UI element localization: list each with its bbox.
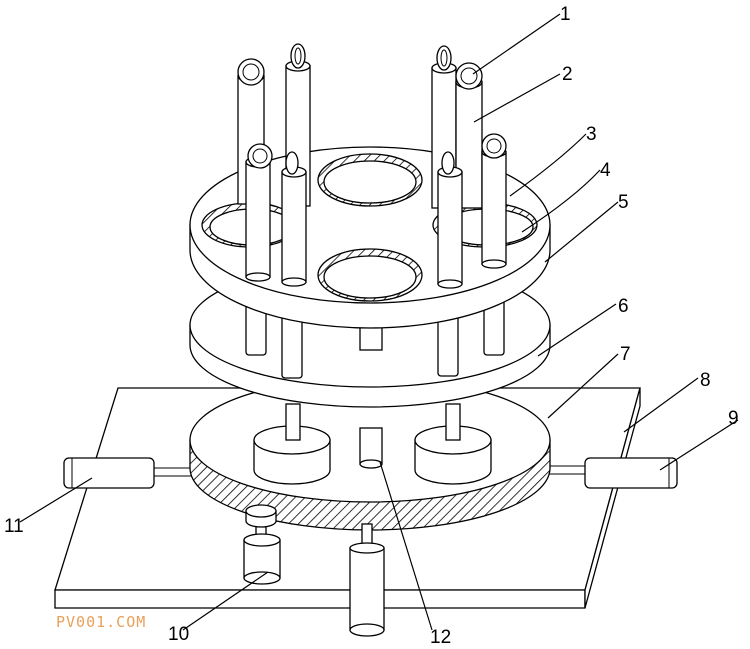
- part-label: 9: [728, 408, 739, 429]
- part-label: 1: [560, 4, 571, 25]
- leader-lines: [19, 13, 739, 631]
- lower-cylinder: [349, 523, 385, 637]
- part-label: 10: [168, 624, 189, 645]
- part-label: 7: [620, 344, 631, 365]
- right-actuator: [545, 457, 678, 489]
- front-rods: [245, 133, 507, 289]
- part-label: 6: [618, 296, 629, 317]
- part-label: 8: [700, 370, 711, 391]
- part-label: 11: [4, 516, 24, 537]
- part-label: 2: [562, 64, 573, 85]
- watermark-text: PV001.COM: [56, 613, 146, 631]
- part-label: 3: [586, 124, 597, 145]
- part-label: 12: [430, 627, 451, 648]
- rear-rods: [237, 43, 483, 209]
- left-drum: [253, 425, 331, 485]
- part-labels: 1 2 3 4 5 6 7 8 9 10 11 12: [4, 4, 739, 648]
- lower-pins: [285, 403, 461, 441]
- part-label: 5: [618, 192, 629, 213]
- central-shaft: [359, 427, 383, 469]
- part-label: 4: [600, 160, 611, 181]
- motor: [243, 504, 281, 585]
- left-actuator: [63, 457, 205, 489]
